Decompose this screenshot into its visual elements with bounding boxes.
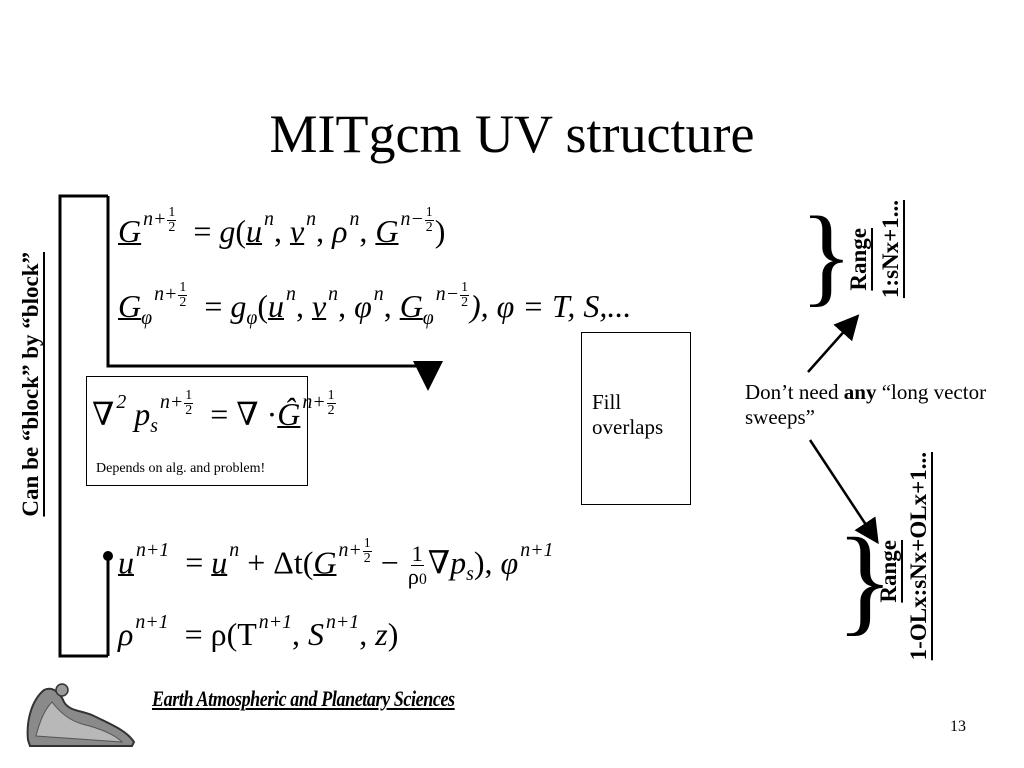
range-bottom-bounds: 1-OLx:sNx+OLx+1... [906, 452, 931, 661]
brace-top: } [800, 194, 853, 316]
page-number: 13 [950, 718, 966, 735]
fill-overlaps-label: Fill overlaps [592, 390, 664, 439]
brace-bottom: } [836, 513, 894, 646]
depends-note: Depends on alg. and problem! [96, 461, 266, 476]
block-label: Can be “block” by “block” [18, 252, 43, 517]
page-title: MITgcm UV structure [269, 104, 755, 164]
poisson-box [86, 376, 308, 486]
vector-sweeps-note: Don’t need any “long vector sweeps” [745, 380, 987, 429]
range-top-word: Range [846, 228, 871, 291]
bullet-dot [103, 551, 113, 561]
range-top-bounds: 1:sNx+1... [878, 200, 903, 299]
ghat-arrow-line [106, 196, 443, 391]
range-bottom-word: Range [876, 540, 901, 603]
institution-name: Earth Atmospheric and Planetary Sciences [152, 686, 455, 711]
fill-overlaps-box [581, 332, 691, 505]
arrow-to-bottom-range [808, 439, 879, 545]
eaps-logo [26, 683, 136, 747]
block-bracket [58, 194, 108, 658]
arrow-to-top-range [807, 314, 860, 373]
